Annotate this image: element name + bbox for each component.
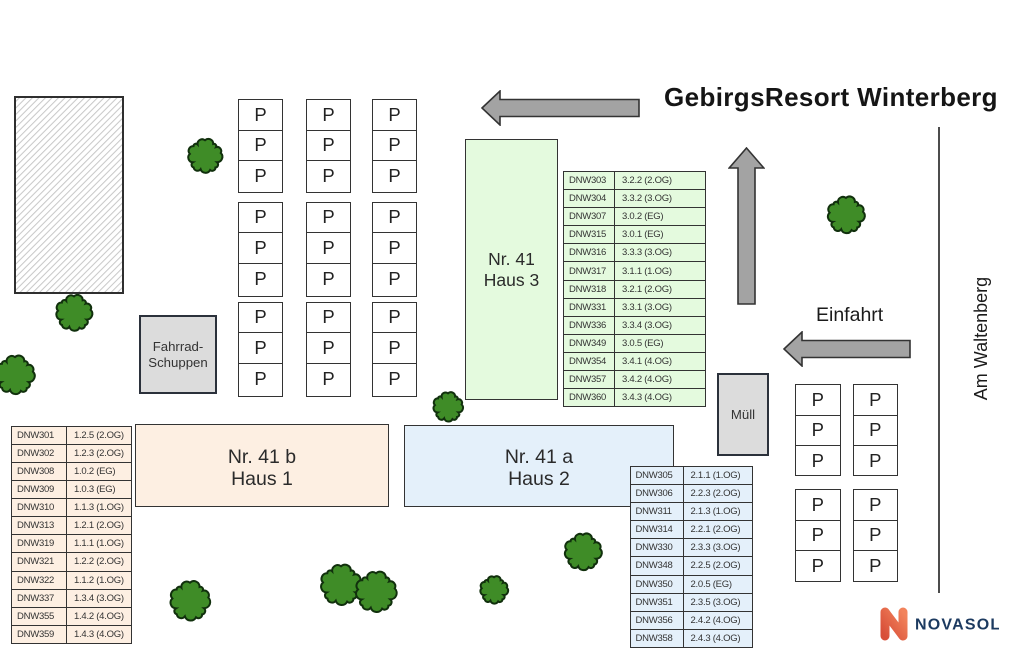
svg-text:NOVASOL: NOVASOL bbox=[915, 616, 999, 633]
